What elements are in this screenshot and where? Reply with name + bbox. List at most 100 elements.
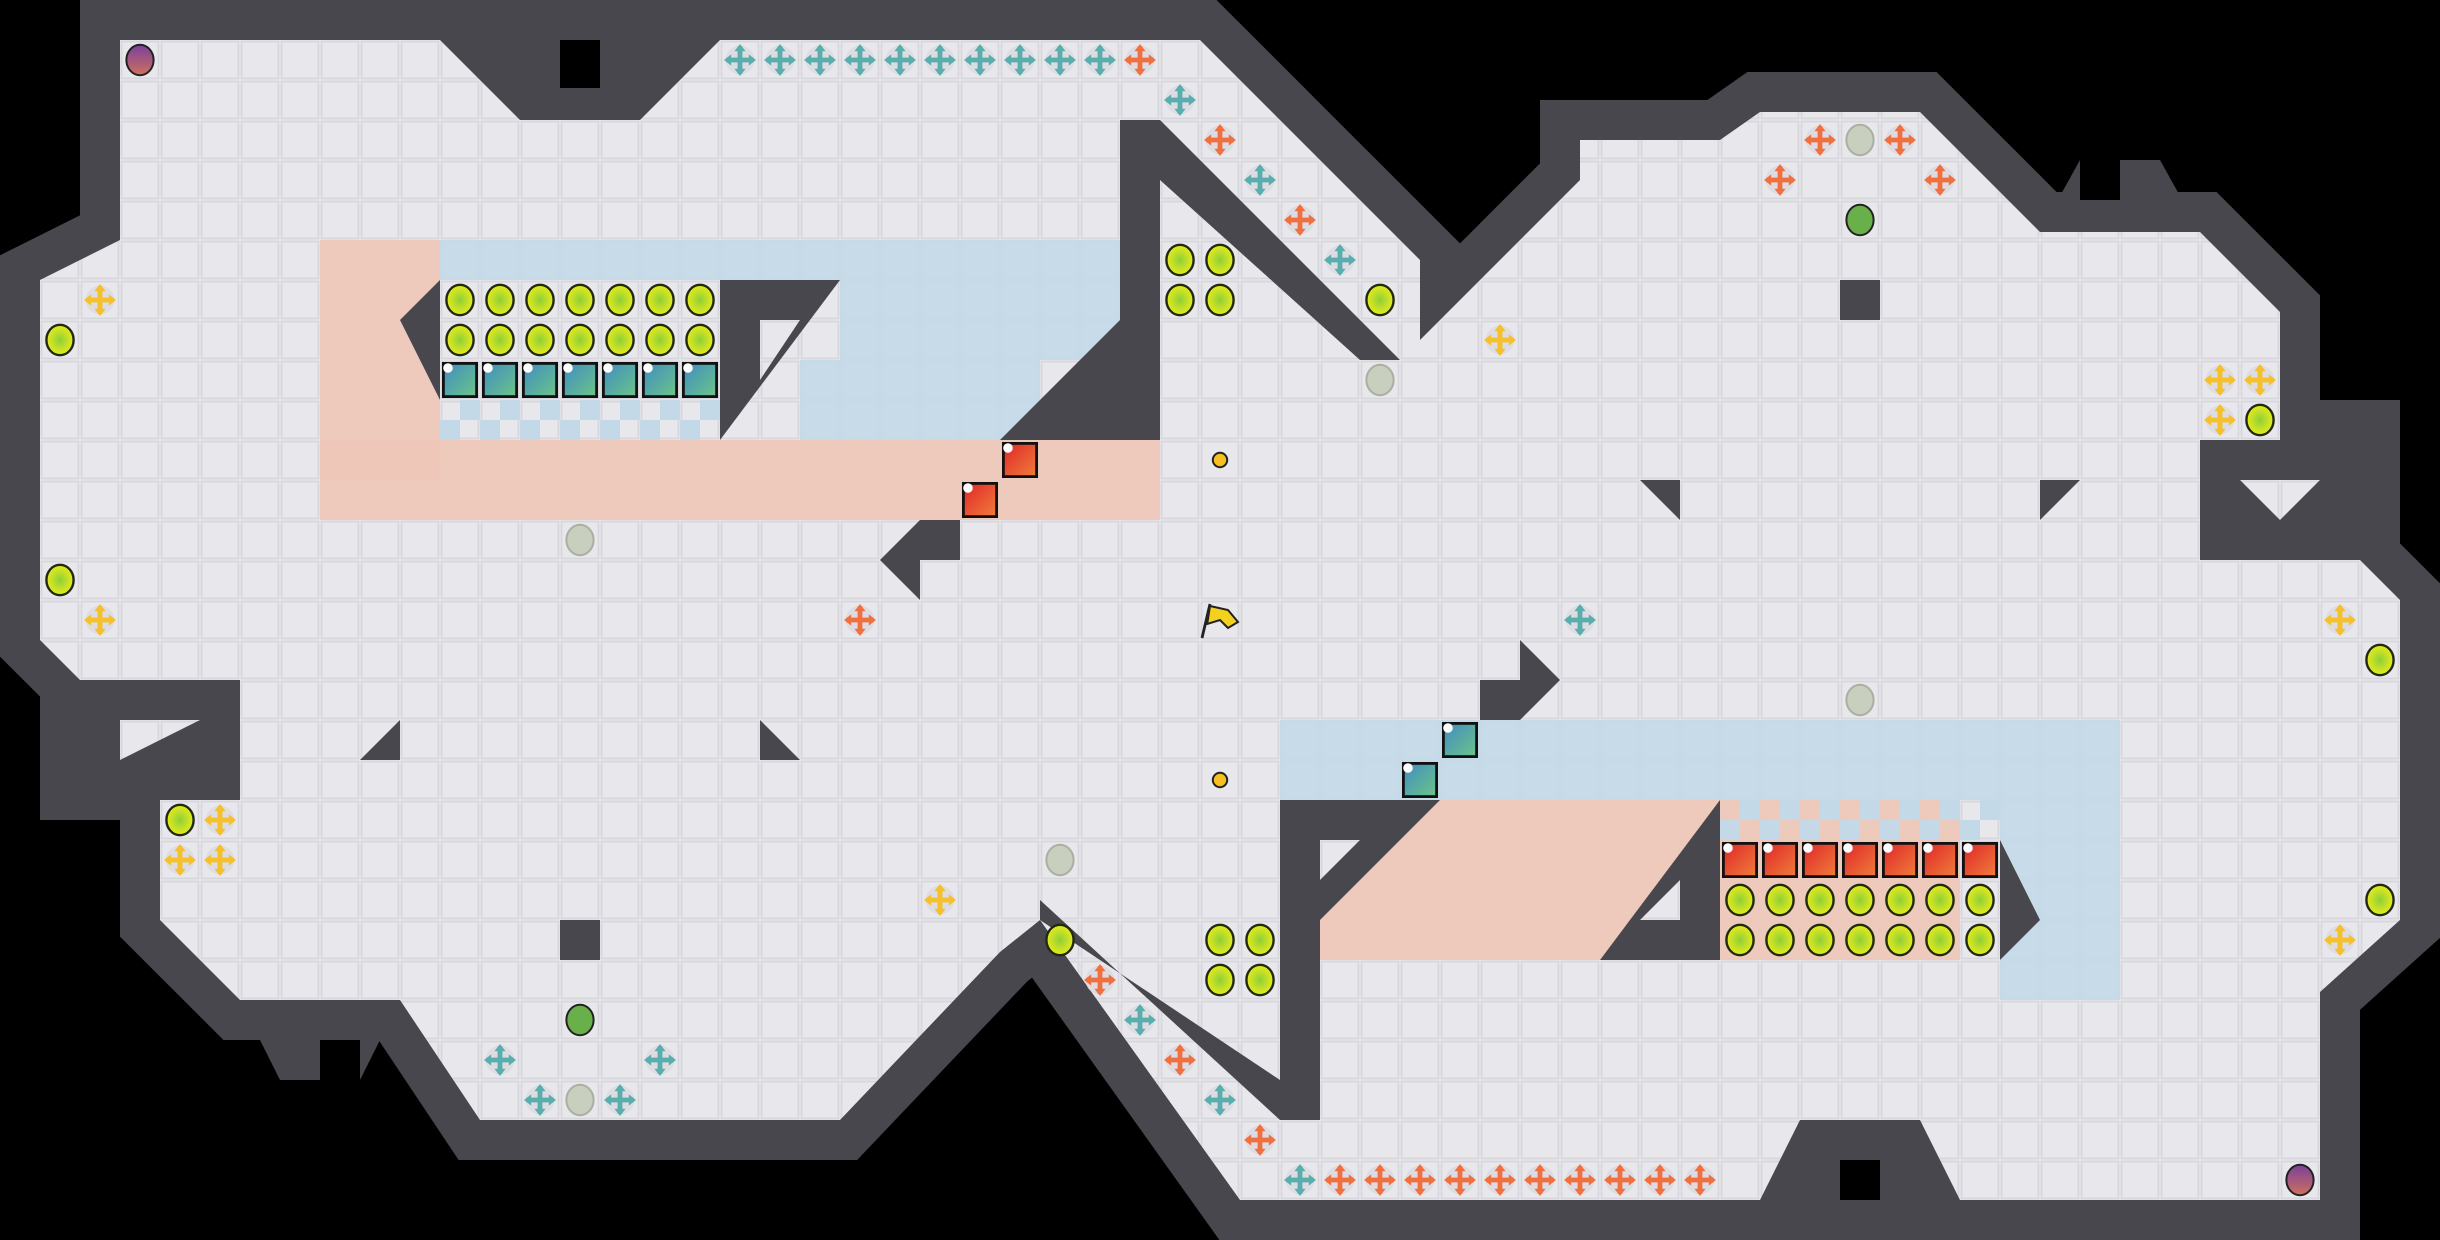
block-icon [602,362,638,398]
cross-arrow [2214,364,2226,372]
cross-arrow [1828,134,1836,146]
cross-h [1246,177,1274,183]
move-cross-icon [84,284,116,316]
items [45,43,2395,1197]
block-icon [1842,842,1878,878]
coin-icon [565,323,595,357]
block-shine [963,483,973,493]
move-cross-icon [164,844,196,876]
coin-body [445,283,475,317]
cross-h [1166,97,1194,103]
cross-arrow [494,1044,506,1052]
block-shine [643,363,653,373]
cross-h [846,57,874,63]
cross-arrow [1044,54,1052,66]
cross-h [1486,1177,1514,1183]
cross-arrow [1374,1188,1386,1196]
cross-arrow [814,44,826,52]
cross-arrow [1654,1188,1666,1196]
coin-icon [605,283,635,317]
coin-body [685,283,715,317]
cross-arrow [604,1094,612,1106]
move-cross-icon [1044,44,1076,76]
cross-h [1086,977,1114,983]
cross-arrow [2348,934,2356,946]
block-icon [1802,842,1838,878]
cross-arrow [948,54,956,66]
cross-arrow [1124,1014,1132,1026]
coin-body [1845,883,1875,917]
cross-arrow [1414,1164,1426,1172]
wall-segment [1480,640,1560,720]
cross-arrow [894,68,906,76]
cross-arrow [1254,188,1266,196]
move-cross-icon [1924,164,1956,196]
cross-arrow [2204,414,2212,426]
coin-body [1245,923,1275,957]
cross-arrow [1534,1188,1546,1196]
cross-arrow [774,68,786,76]
coin-body [1165,243,1195,277]
cross-arrow [2214,404,2226,412]
goal-flag-icon[interactable] [1200,603,1240,639]
cross-h [1046,57,1074,63]
purple-orb-icon [2285,1163,2315,1197]
checker-tile [1960,820,1980,840]
cross-arrow [1548,1174,1556,1186]
cross-arrow [1894,124,1906,132]
coin-body [605,323,635,357]
coin-body [45,563,75,597]
checker-tile [460,400,480,420]
cross-arrow [1814,148,1826,156]
cross-arrow [548,1094,556,1106]
coin-body [1205,283,1235,317]
coin-icon [1805,923,1835,957]
cross-arrow [494,1068,506,1076]
cross-arrow [2204,374,2212,386]
cross-arrow [2334,948,2346,956]
cross-arrow [1254,1124,1266,1132]
cross-arrow [844,54,852,66]
checker-tile [580,400,600,420]
cross-arrow [1564,614,1572,626]
cross-arrow [1454,1188,1466,1196]
cross-arrow [614,1084,626,1092]
cross-arrow [1014,44,1026,52]
move-cross-icon [1884,124,1916,156]
cross-arrow [1244,174,1252,186]
cross-arrow [1174,1044,1186,1052]
move-cross-icon [1244,1124,1276,1156]
block-shine [523,363,533,373]
cross-arrow [228,854,236,866]
cross-h [1246,1137,1274,1143]
move-cross-icon [1564,604,1596,636]
cross-arrow [1334,1188,1346,1196]
cross-arrow [1668,1174,1676,1186]
cross-arrow [734,68,746,76]
cross-arrow [1228,1094,1236,1106]
cross-arrow [1004,54,1012,66]
move-cross-icon [2204,364,2236,396]
cross-arrow [734,44,746,52]
cross-arrow [868,614,876,626]
block-shine [443,363,453,373]
cross-arrow [1164,1054,1172,1066]
block-icon [962,482,998,518]
cross-arrow [1068,54,1076,66]
cross-arrow [2254,388,2266,396]
void-hole [560,40,600,88]
checker-tile [540,400,560,420]
cross-arrow [1094,68,1106,76]
cross-arrow [2324,614,2332,626]
coin-icon [1845,923,1875,957]
cross-arrow [1214,124,1226,132]
cross-arrow [1324,1174,1332,1186]
cross-h [886,57,914,63]
cross-arrow [108,294,116,306]
cross-arrow [1374,1164,1386,1172]
cross-arrow [934,44,946,52]
cross-arrow [854,68,866,76]
coin-body [1045,923,1075,957]
move-cross-icon [1524,1164,1556,1196]
